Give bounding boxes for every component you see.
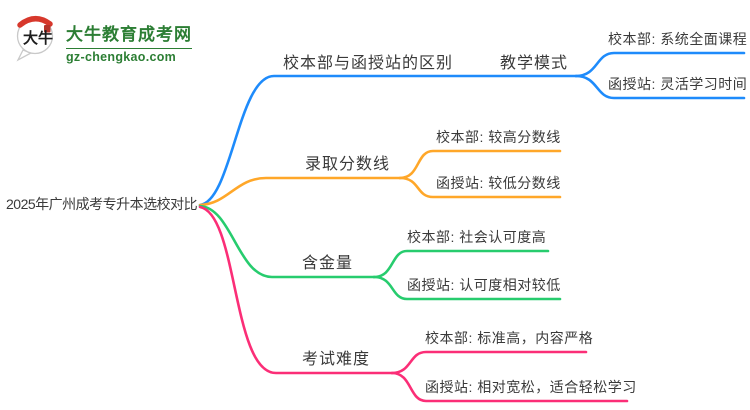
branch-4-lines	[198, 205, 629, 403]
logo-title: 大牛教育成考网	[66, 20, 192, 49]
logo-text-block: 大牛教育成考网 gz-chengkao.com	[66, 20, 192, 64]
branch-4-leaf-1: 校本部: 标准高，内容严格	[425, 330, 594, 346]
branch-3-leaf-2: 函授站: 认可度相对较低	[407, 277, 561, 293]
daniu-speech-bubble-icon: 大牛	[16, 16, 54, 62]
svg-text:大牛: 大牛	[23, 29, 53, 47]
branch-2-lines	[198, 149, 562, 207]
branch-1-lines	[198, 51, 746, 207]
branch-1-label: 校本部与函授站的区别	[283, 55, 454, 72]
branch-3-label: 含金量	[302, 255, 354, 272]
site-logo: 大牛 大牛教育成考网 gz-chengkao.com	[12, 12, 192, 64]
branch-3-lines	[198, 204, 562, 301]
branch-4-label: 考试难度	[302, 351, 371, 368]
branch-2-label: 录取分数线	[305, 156, 391, 173]
branch-2-leaf-1: 校本部: 较高分数线	[436, 129, 561, 145]
branch-2-leaf-2: 函授站: 较低分数线	[436, 175, 561, 191]
logo-url: gz-chengkao.com	[66, 50, 177, 64]
branch-1-leaf-2: 函授站: 灵活学习时间	[608, 76, 748, 92]
branch-4-leaf-2: 函授站: 相对宽松，适合轻松学习	[425, 379, 637, 395]
branch-1-mid-label: 教学模式	[500, 55, 569, 72]
branch-1-leaf-1: 校本部: 系统全面课程	[608, 31, 748, 47]
branch-3-leaf-1: 校本部: 社会认可度高	[407, 229, 547, 245]
root-node: 2025年广州成考专升本选校对比	[6, 196, 198, 212]
